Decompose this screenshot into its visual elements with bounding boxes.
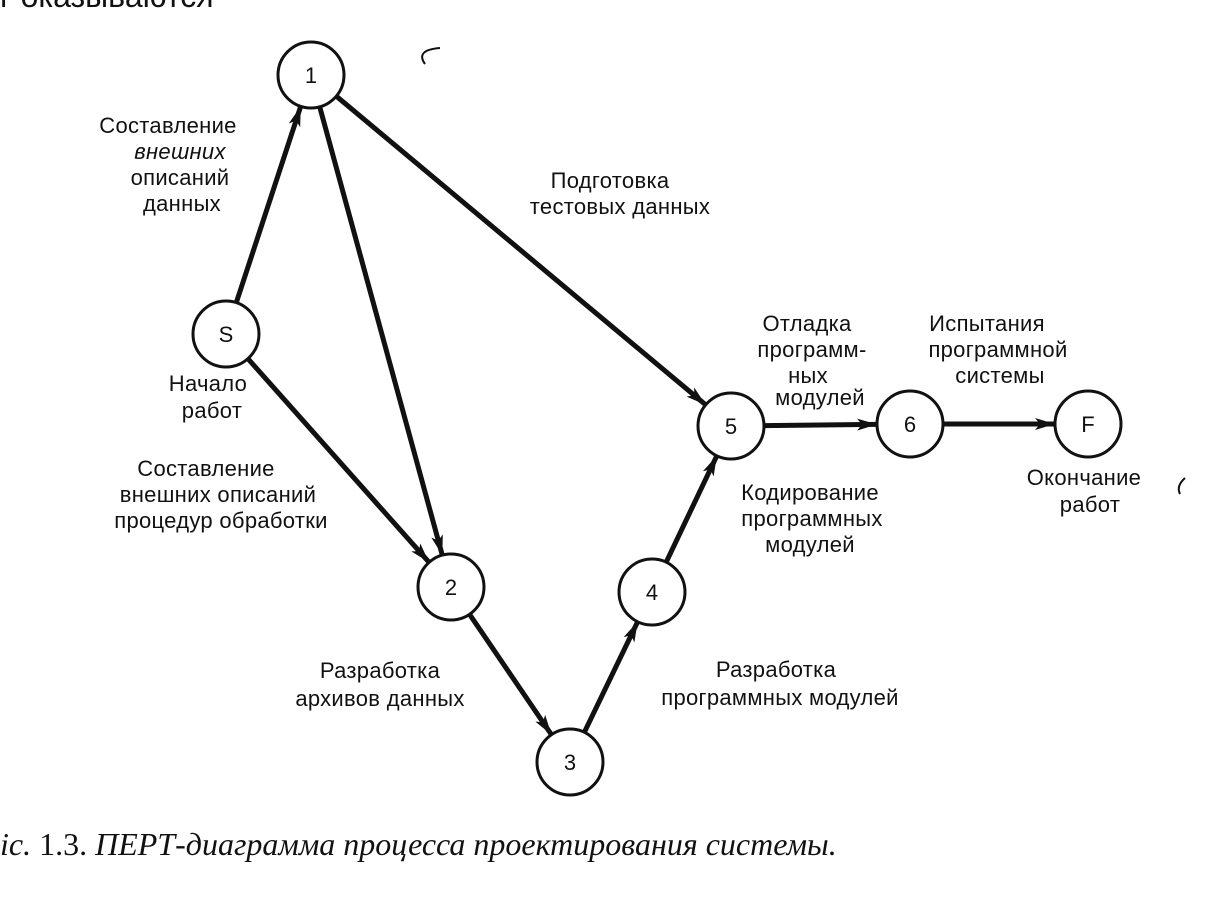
- top-text-fragment: г оказываются: [0, 0, 1209, 18]
- edge-s-1: [233, 106, 303, 304]
- edge-label-line: модулей: [775, 385, 865, 410]
- node-circle: [1053, 389, 1123, 459]
- edge-2-3: [467, 612, 553, 736]
- edge-arrow-line: [582, 621, 640, 734]
- edge-arrow-line: [246, 356, 431, 564]
- edge-label-6-f: Испытания программной системы: [928, 311, 1067, 388]
- print-mark: [421, 47, 441, 65]
- node-s: S: [191, 299, 261, 369]
- edge-label-4-5: Кодирование программных модулей: [741, 480, 882, 557]
- caption-prefix: ic.: [0, 826, 32, 862]
- edge-label-line: данных: [143, 191, 221, 216]
- node-circle: [696, 391, 766, 461]
- node-5: 5: [696, 391, 766, 461]
- edge-1-5: [334, 94, 707, 407]
- start-annotation: Начало работ: [169, 371, 247, 423]
- edge-label-s-1: Составление внешних описаний данных: [99, 113, 236, 216]
- finish-annotation-line: Окончание: [1027, 465, 1141, 490]
- edge-label-line: Разработка: [320, 658, 441, 683]
- print-mark: [1177, 477, 1186, 495]
- edges-layer: [233, 94, 1055, 736]
- node-label: 3: [564, 750, 576, 775]
- edge-label-line: Испытания: [929, 311, 1045, 336]
- node-circle: [535, 727, 605, 797]
- edge-5-6: [763, 418, 878, 431]
- node-circle: [416, 552, 486, 622]
- edge-arrow-line: [317, 106, 445, 556]
- node-f: F: [1053, 389, 1123, 459]
- edge-label-1-5: Подготовка тестовых данных: [530, 168, 710, 219]
- edge-label-line: Кодирование: [741, 480, 879, 505]
- edge-label-line: Отладка: [762, 311, 852, 336]
- edge-label-line: Составление: [137, 456, 274, 481]
- node-4: 4: [617, 557, 687, 627]
- node-circle: [875, 389, 945, 459]
- edge-arrow-line: [467, 612, 553, 736]
- edge-1-2: [317, 106, 445, 556]
- node-2: 2: [416, 552, 486, 622]
- edge-label-line: программных: [741, 506, 882, 531]
- node-label: 1: [305, 63, 317, 88]
- edge-s-2: [246, 356, 431, 564]
- finish-annotation-line: работ: [1060, 492, 1120, 517]
- edge-arrow-line: [763, 418, 878, 431]
- node-3: 3: [535, 727, 605, 797]
- node-label: 4: [646, 580, 658, 605]
- edge-label-line: внешних описаний: [120, 482, 316, 507]
- edge-label-line: описаний: [131, 165, 230, 190]
- node-circle: [191, 299, 261, 369]
- edge-label-line: программной: [928, 337, 1067, 362]
- edge-arrow-line: [663, 455, 719, 564]
- edge-label-line: ных: [788, 363, 828, 388]
- node-circle: [617, 557, 687, 627]
- edge-arrow-line: [334, 94, 707, 407]
- edge-label-line: программ-: [757, 337, 866, 362]
- finish-annotation: Окончание работ: [1027, 465, 1141, 517]
- node-6: 6: [875, 389, 945, 459]
- edge-label-line: процедур обработки: [114, 508, 327, 533]
- edge-label-line: системы: [955, 363, 1044, 388]
- start-annotation-line: Начало: [169, 371, 247, 396]
- edge-label-line: программных модулей: [661, 685, 899, 710]
- caption-text: ПЕРТ-диаграмма процесса проектирования с…: [95, 826, 837, 862]
- node-label: 2: [445, 575, 457, 600]
- pert-diagram: S 1 2 3 4 5 6 F Составление внешних описаний да…: [99, 40, 1186, 797]
- nodes-layer: S 1 2 3 4 5 6 F: [191, 40, 1123, 797]
- edge-label-2-3: Разработка архивов данных: [295, 658, 464, 711]
- caption-number: 1.3.: [39, 826, 88, 862]
- edge-label-line: архивов данных: [295, 686, 464, 711]
- node-1: 1: [276, 40, 346, 110]
- start-annotation-line: работ: [182, 398, 242, 423]
- edge-label-line: модулей: [765, 532, 855, 557]
- node-label: 5: [725, 414, 737, 439]
- figure-caption: ic. 1.3. ПЕРТ-диаграмма процесса проекти…: [0, 826, 1209, 863]
- edge-arrow-line: [233, 106, 303, 304]
- edge-label-3-4: Разработка программных модулей: [661, 657, 899, 710]
- edge-label-line: Подготовка: [551, 168, 670, 193]
- node-label: F: [1081, 412, 1094, 437]
- edge-label-line: внешних: [134, 139, 226, 164]
- node-circle: [276, 40, 346, 110]
- edge-label-line: Составление: [99, 113, 236, 138]
- node-label: 6: [904, 412, 916, 437]
- edge-3-4: [582, 621, 640, 734]
- node-label: S: [219, 322, 234, 347]
- edge-label-s-2: Составление внешних описаний процедур об…: [114, 456, 327, 533]
- edge-4-5: [663, 455, 719, 564]
- edge-label-line: Разработка: [716, 657, 837, 682]
- edge-label-line: тестовых данных: [530, 194, 710, 219]
- edge-label-5-6: Отладка программ- ных модулей: [757, 311, 866, 410]
